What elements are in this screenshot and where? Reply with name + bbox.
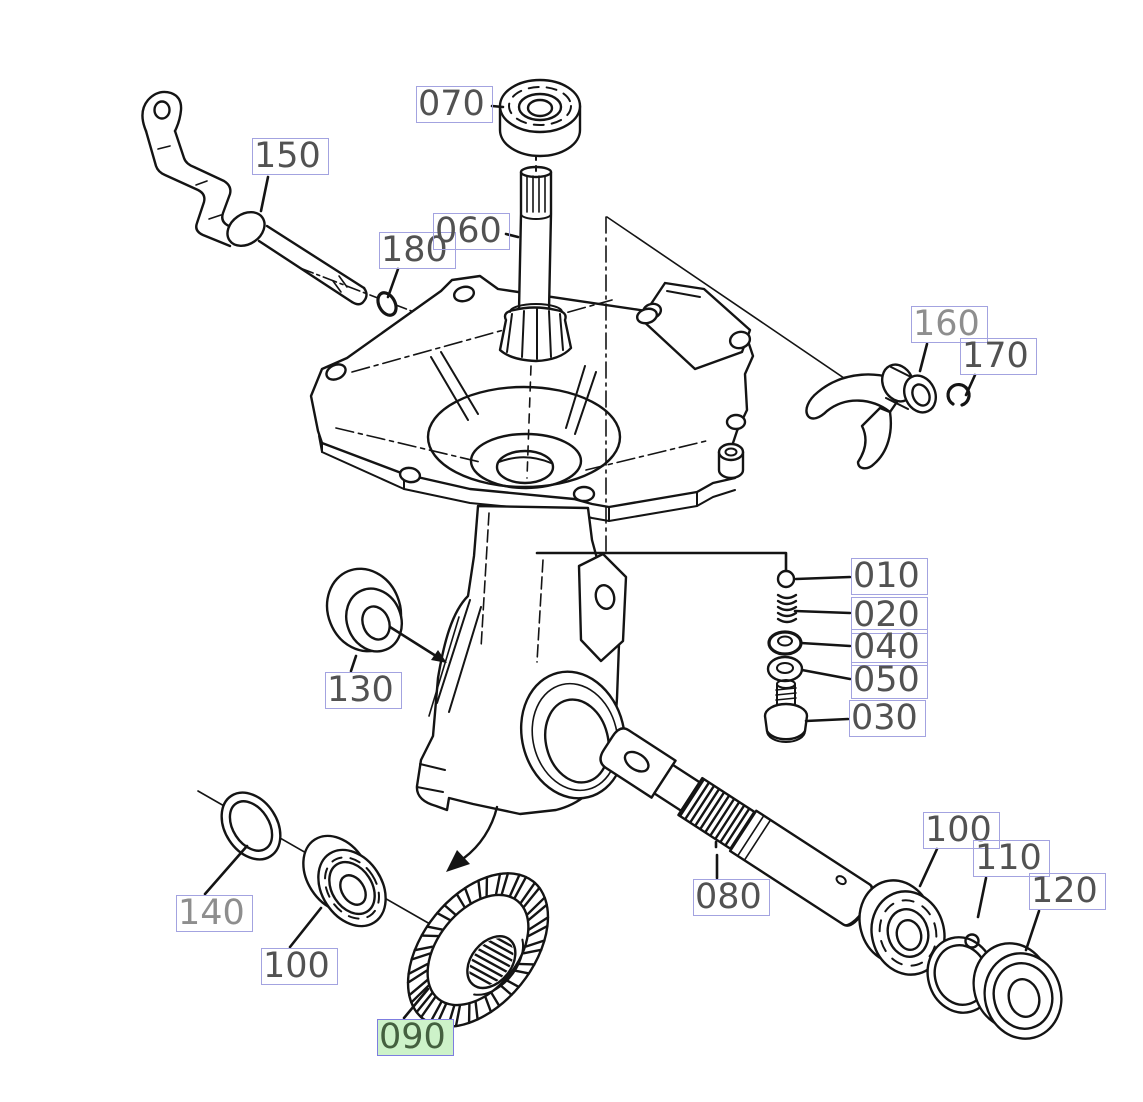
part-drawing-gear-housing bbox=[415, 504, 628, 816]
part-label-100-left[interactable]: 100 bbox=[261, 948, 338, 985]
part-drawing-seal-130 bbox=[325, 567, 447, 663]
leader-lines bbox=[203, 104, 1041, 1020]
part-drawing-seal-120 bbox=[972, 942, 1063, 1040]
part-label-050[interactable]: 050 bbox=[851, 662, 928, 699]
part-label-100-right[interactable]: 100 bbox=[923, 812, 1000, 849]
part-drawing-top-cover bbox=[309, 274, 755, 522]
part-label-070[interactable]: 070 bbox=[416, 86, 493, 123]
part-label-060[interactable]: 060 bbox=[433, 213, 510, 250]
part-label-140[interactable]: 140 bbox=[176, 895, 253, 932]
part-drawing-shift-lever-150 bbox=[141, 90, 368, 306]
part-drawing-shift-fork-160 bbox=[805, 363, 937, 470]
part-label-170[interactable]: 170 bbox=[960, 338, 1037, 375]
part-drawing-detent-set bbox=[763, 569, 809, 743]
part-label-180[interactable]: 180 bbox=[379, 232, 456, 269]
part-label-010[interactable]: 010 bbox=[851, 558, 928, 595]
part-drawing-o-ring-140 bbox=[220, 791, 282, 861]
part-drawing-bearing-070 bbox=[498, 78, 582, 158]
part-label-160[interactable]: 160 bbox=[911, 306, 988, 343]
part-drawing-pinion-shaft-060 bbox=[498, 151, 573, 363]
part-label-130[interactable]: 130 bbox=[325, 672, 402, 709]
part-label-040[interactable]: 040 bbox=[851, 629, 928, 666]
part-label-110[interactable]: 110 bbox=[973, 840, 1050, 877]
part-drawing-snap-ring-170 bbox=[946, 382, 971, 407]
assembly-direction-arrow bbox=[446, 805, 499, 872]
pinion-centerline bbox=[526, 365, 532, 479]
detent-leader-line bbox=[535, 551, 788, 572]
part-drawing-bearing-100-right bbox=[858, 879, 946, 976]
part-label-120[interactable]: 120 bbox=[1029, 873, 1106, 910]
part-drawing-bevel-gear-090 bbox=[406, 872, 550, 1028]
part-label-150[interactable]: 150 bbox=[252, 138, 329, 175]
part-label-020[interactable]: 020 bbox=[851, 597, 928, 634]
part-label-080[interactable]: 080 bbox=[693, 879, 770, 916]
part-label-030[interactable]: 030 bbox=[849, 700, 926, 737]
part-drawing-o-ring-180 bbox=[376, 291, 398, 317]
part-drawing-bearing-100-left bbox=[302, 834, 387, 928]
part-label-090-highlighted[interactable]: 090 bbox=[377, 1019, 454, 1056]
